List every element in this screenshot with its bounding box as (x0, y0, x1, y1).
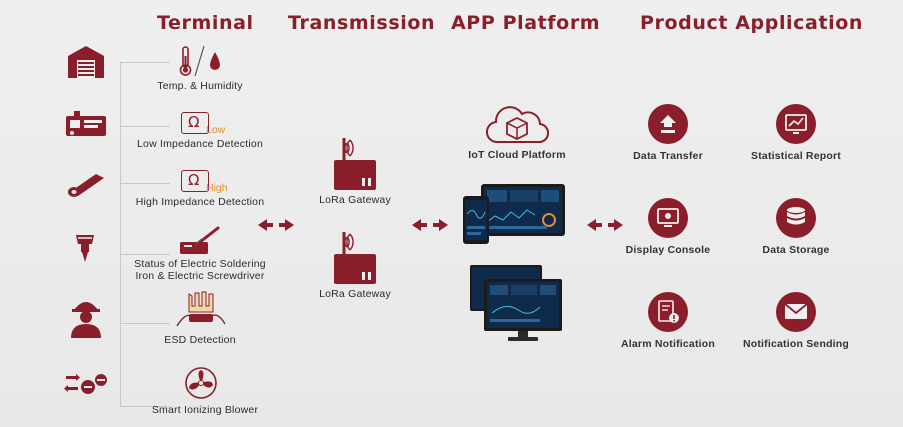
lora-gateway-icon (334, 232, 376, 284)
ohm-high-tag: High (206, 182, 228, 194)
terminal-ionizing-blower-label: Smart Ionizing Blower (151, 404, 259, 416)
ohm-low-icon: Ω Low (181, 112, 231, 136)
notification-sending-icon (776, 292, 816, 332)
fan-icon (185, 367, 217, 399)
lora-gateway-icon (334, 138, 376, 190)
wrist-strap-icon (176, 291, 226, 327)
gateway-label: LoRa Gateway (319, 288, 391, 300)
dashboard-tablet-icon (470, 265, 562, 341)
tree-trunk (120, 62, 121, 407)
terminal-temp-humidity-label: Temp. & Humidity (157, 80, 243, 92)
header-terminal: Terminal (157, 12, 254, 34)
header-app-platform: APP Platform (451, 12, 601, 34)
ohm-low-tag: Low (206, 124, 226, 136)
app-data-transfer-label: Data Transfer (633, 150, 703, 162)
dashboard-monitor-icon (463, 184, 565, 244)
display-console-icon (648, 198, 688, 238)
bidirectional-arrow-icon (412, 219, 448, 231)
tree-branch (120, 254, 170, 255)
app-statistical-report-label: Statistical Report (751, 150, 841, 162)
app-data-storage-label: Data Storage (762, 244, 830, 256)
machine-icon (66, 111, 106, 136)
terminal-soldering-label: Status of Electric Soldering Iron & Elec… (120, 258, 280, 282)
alarm-notification-icon (648, 292, 688, 332)
ohm-high-icon: Ω High (181, 170, 231, 194)
cloud-platform-icon (486, 106, 549, 144)
thermometer-droplet-icon (179, 45, 220, 77)
soldering-iron-icon (180, 226, 220, 254)
conveyor-icon (68, 174, 104, 197)
terminal-soldering-label-line2: Iron & Electric Screwdriver (135, 270, 265, 282)
app-notification-sending-label: Notification Sending (742, 338, 850, 350)
statistical-report-icon (776, 104, 816, 144)
tree-branch (120, 323, 170, 324)
app-display-console-label: Display Console (625, 244, 711, 256)
gateway-label: LoRa Gateway (319, 194, 391, 206)
data-storage-icon (776, 198, 816, 238)
data-transfer-icon (648, 104, 688, 144)
tree-branch (120, 406, 170, 407)
cloud-platform-label: IoT Cloud Platform (468, 149, 566, 161)
controls-icon (64, 374, 107, 394)
warehouse-icon (68, 46, 104, 78)
bidirectional-arrow-icon (258, 219, 294, 231)
bidirectional-arrow-icon (587, 219, 623, 231)
terminal-esd-label: ESD Detection (164, 334, 236, 346)
terminal-high-impedance-label: High Impedance Detection (135, 196, 265, 208)
tree-branch (120, 183, 170, 184)
screwdriver-icon (76, 235, 94, 262)
terminal-low-impedance-label: Low Impedance Detection (136, 138, 263, 150)
tree-branch (120, 126, 170, 127)
header-transmission: Transmission (288, 12, 436, 34)
header-product-application: Product Application (640, 12, 864, 34)
terminal-soldering-label-line1: Status of Electric Soldering (134, 258, 266, 270)
app-alarm-notification-label: Alarm Notification (620, 338, 716, 350)
worker-icon (71, 302, 101, 338)
tree-branch (120, 62, 170, 63)
